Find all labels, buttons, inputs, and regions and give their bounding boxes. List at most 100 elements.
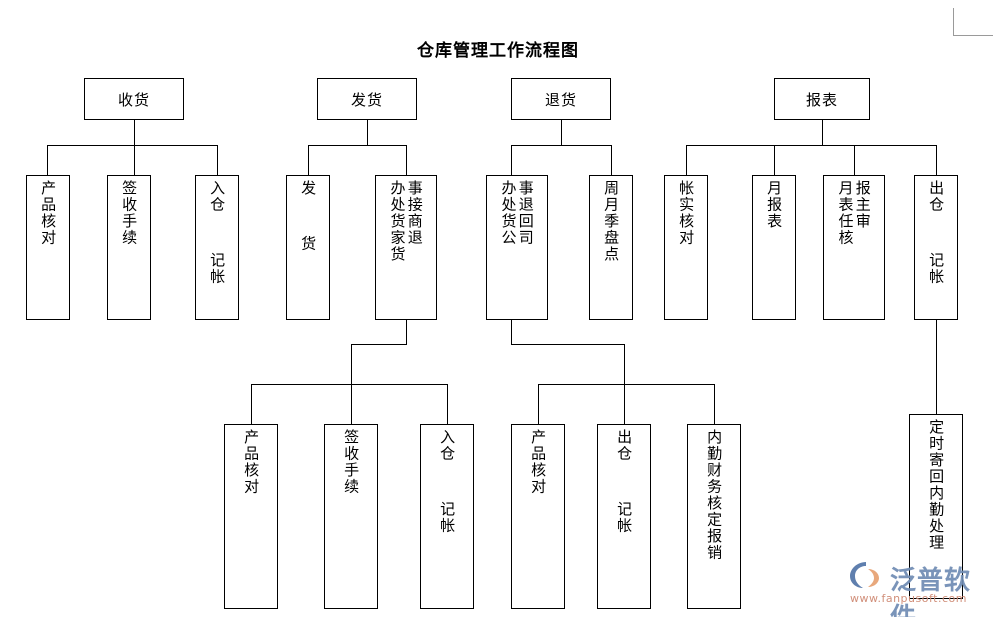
vertical-text-block: 定时寄回内勤处理 (910, 415, 962, 598)
node-returns-sub-product-check[interactable]: 产品核对 (511, 424, 565, 609)
connector-returns-sub-elbow (511, 344, 624, 345)
node-receiving-product-check[interactable]: 产品核对 (26, 175, 70, 320)
node-shipping-sub-product-check[interactable]: 产品核对 (224, 424, 278, 609)
node-label-col-1: 产品核对 (529, 429, 548, 495)
connector-shipping-sub-stem (406, 320, 407, 344)
node-label-col-1: 出仓 记帐 (615, 429, 634, 534)
connector-returns-sub-drop-2 (624, 384, 625, 424)
connector-reports-drop-3 (854, 145, 855, 175)
node-shipping-sub-inbound-record[interactable]: 入仓 记帐 (420, 424, 474, 609)
node-receiving-label: 收货 (117, 90, 150, 109)
connector-returns-sub-bar (538, 384, 714, 385)
node-label-col-1: 报主审 (853, 180, 872, 230)
vertical-text-block: 出仓 记帐 (598, 425, 650, 608)
connector-returns-drop-1 (511, 145, 512, 175)
node-reports-monthly-report[interactable]: 月报表 (752, 175, 796, 320)
vertical-text-block: 出仓 记帐 (915, 176, 957, 319)
node-shipping-sub-sign-procedure[interactable]: 签收手续 (324, 424, 378, 609)
connector-receiving-stem (134, 120, 135, 145)
node-label-col-1: 入仓 记帐 (208, 180, 227, 285)
vertical-text-block: 帐实核对 (665, 176, 707, 319)
node-shipping-handle-merchant-return[interactable]: 事接商退 办处货家货 (375, 175, 437, 320)
vertical-text-block: 签收手续 (325, 425, 377, 608)
node-label-col-1: 入仓 记帐 (438, 429, 457, 534)
node-label-col-1: 月报表 (765, 180, 784, 230)
node-reports-account-check[interactable]: 帐实核对 (664, 175, 708, 320)
connector-returns-sub-stem (511, 320, 512, 344)
connector-reports-drop-2 (774, 145, 775, 175)
node-label-col-1: 定时寄回内勤处理 (927, 419, 946, 551)
node-returns-return-to-company[interactable]: 事退回司 办处货公 (486, 175, 548, 320)
node-label-col-1: 签收手续 (342, 429, 361, 495)
vertical-text-block: 月报表 (753, 176, 795, 319)
node-receiving-inbound-record[interactable]: 入仓 记帐 (195, 175, 239, 320)
vertical-text-block: 产品核对 (27, 176, 69, 319)
connector-reports-drop-4 (936, 145, 937, 175)
connector-receiving-bar (47, 145, 217, 146)
node-reports[interactable]: 报表 (774, 78, 870, 120)
connector-receiving-drop-3 (217, 145, 218, 175)
connector-shipping-sub-riser (351, 344, 352, 384)
connector-returns-drop-2 (611, 145, 612, 175)
node-receiving-sign-procedure[interactable]: 签收手续 (107, 175, 151, 320)
vertical-text-block: 产品核对 (225, 425, 277, 608)
connector-shipping-sub-drop-1 (251, 384, 252, 424)
node-label-col-1: 签收手续 (120, 180, 139, 246)
node-returns-label: 退货 (544, 90, 577, 109)
node-shipping[interactable]: 发货 (317, 78, 417, 120)
node-label-col-2: 办处货公 (499, 180, 518, 246)
node-label-col-1: 周月季盘点 (602, 180, 621, 263)
node-label-col-1: 内勤财务核定报销 (705, 429, 724, 561)
vertical-text-block: 事退回司 办处货公 (487, 176, 547, 319)
connector-shipping-sub-drop-3 (447, 384, 448, 424)
page-corner-mark (953, 8, 993, 36)
node-returns-sub-outbound-record[interactable]: 出仓 记帐 (597, 424, 651, 609)
node-label-col-1: 发 货 (299, 180, 318, 252)
connector-shipping-drop-2 (406, 145, 407, 175)
connector-receiving-drop-2 (134, 145, 135, 175)
node-receiving[interactable]: 收货 (84, 78, 184, 120)
vertical-text-block: 入仓 记帐 (421, 425, 473, 608)
vertical-text-block: 签收手续 (108, 176, 150, 319)
node-shipping-ship-goods[interactable]: 发 货 (286, 175, 330, 320)
node-label-col-1: 产品核对 (39, 180, 58, 246)
connector-shipping-bar (308, 145, 407, 146)
vertical-text-block: 报主审 月表任核 (824, 176, 884, 319)
connector-returns-sub-drop-1 (538, 384, 539, 424)
connector-returns-sub-drop-3 (714, 384, 715, 424)
node-label-col-1: 事退回司 (516, 180, 535, 246)
node-reports-label: 报表 (805, 90, 838, 109)
connector-receiving-drop-1 (47, 145, 48, 175)
node-returns-periodic-inventory[interactable]: 周月季盘点 (589, 175, 633, 320)
node-returns-sub-finance-reimburse[interactable]: 内勤财务核定报销 (687, 424, 741, 609)
vertical-text-block: 产品核对 (512, 425, 564, 608)
connector-shipping-stem (367, 120, 368, 145)
node-reports-sub-scheduled-mail-back[interactable]: 定时寄回内勤处理 (909, 414, 963, 599)
connector-shipping-sub-elbow (351, 344, 407, 345)
vertical-text-block: 发 货 (287, 176, 329, 319)
connector-returns-sub-riser (624, 344, 625, 384)
node-label-col-1: 事接商退 (405, 180, 424, 246)
connector-returns-stem (561, 120, 562, 145)
connector-shipping-sub-drop-2 (351, 384, 352, 424)
node-returns[interactable]: 退货 (511, 78, 611, 120)
node-reports-report-review[interactable]: 报主审 月表任核 (823, 175, 885, 320)
connector-reports-stem (822, 120, 823, 145)
node-label-col-2: 月表任核 (836, 180, 855, 246)
connector-reports-drop-1 (686, 145, 687, 175)
node-label-col-1: 出仓 记帐 (927, 180, 946, 285)
vertical-text-block: 周月季盘点 (590, 176, 632, 319)
vertical-text-block: 内勤财务核定报销 (688, 425, 740, 608)
connector-shipping-sub-bar (251, 384, 447, 385)
node-label-col-2: 办处货家货 (388, 180, 407, 263)
node-shipping-label: 发货 (350, 90, 383, 109)
vertical-text-block: 事接商退 办处货家货 (376, 176, 436, 319)
vertical-text-block: 入仓 记帐 (196, 176, 238, 319)
node-label-col-1: 产品核对 (242, 429, 261, 495)
connector-returns-bar (511, 145, 611, 146)
connector-shipping-drop-1 (308, 145, 309, 175)
page-title: 仓库管理工作流程图 (417, 41, 579, 61)
connector-reports-bar (686, 145, 936, 146)
node-reports-outbound-record[interactable]: 出仓 记帐 (914, 175, 958, 320)
